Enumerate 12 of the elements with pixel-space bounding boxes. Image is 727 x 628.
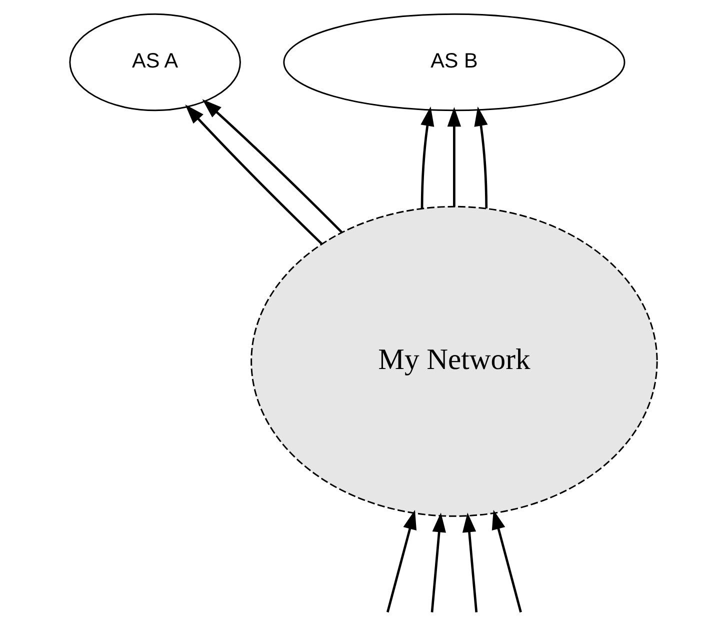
arrow (185, 104, 322, 245)
arrow (202, 99, 343, 233)
node-ellipse: AS B (283, 13, 626, 112)
node-ellipse: AS A (69, 13, 241, 112)
arrow (386, 510, 417, 613)
arrow (430, 512, 446, 612)
arrow (474, 106, 488, 208)
arrow (420, 106, 434, 208)
node-ellipse: My Network (250, 206, 658, 517)
arrow (462, 512, 478, 612)
arrow (492, 510, 522, 613)
arrow (447, 107, 462, 207)
